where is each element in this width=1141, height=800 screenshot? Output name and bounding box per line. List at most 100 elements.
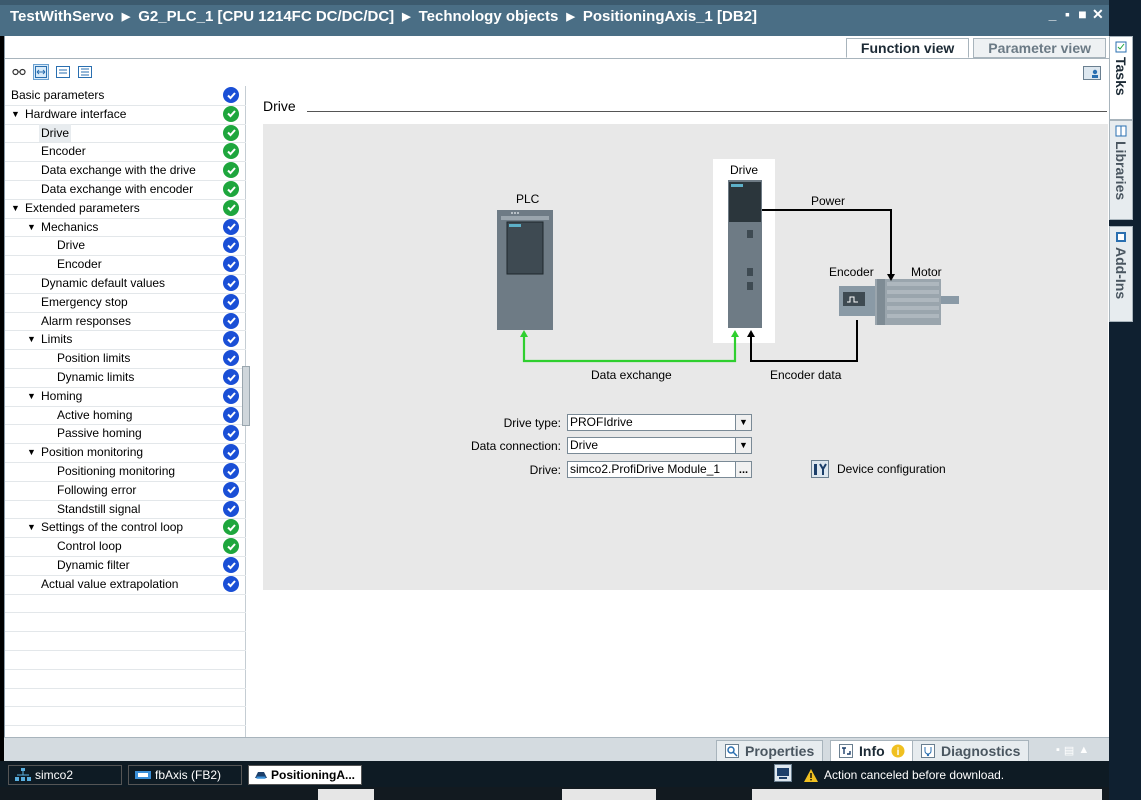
expand-arrow-icon[interactable]: ▼ [27,390,36,401]
tab-diagnostics[interactable]: Diagnostics [912,740,1030,762]
tree-item[interactable]: Passive homing [5,424,246,443]
tab-divider [5,58,1109,59]
expand-arrow-icon[interactable]: ▼ [11,202,20,213]
drive-type-select[interactable]: PROFIdrive ▼ [567,414,752,431]
tree-gridline [5,104,246,106]
tab-function-view[interactable]: Function view [845,38,970,58]
collapse-up-icon[interactable]: ▲ [1078,744,1090,756]
expand-arrow-icon[interactable]: ▼ [11,108,20,119]
tree-item[interactable]: Encoder [5,142,246,161]
breadcrumb-device[interactable]: G2_PLC_1 [CPU 1214FC DC/DC/DC] [138,8,395,25]
tab-properties[interactable]: Properties [716,740,824,762]
tree-item-label: Alarm responses [41,313,132,328]
device-configuration-link[interactable]: Device configuration [811,460,946,478]
chevron-down-icon[interactable]: ▼ [735,438,751,453]
tree-item[interactable]: Drive [5,123,246,143]
expand-arrow-icon[interactable]: ▼ [27,522,36,533]
tree-item[interactable]: Position limits [5,349,246,368]
tree-gridline [5,274,246,275]
tab-parameter-view[interactable]: Parameter view [973,38,1106,58]
drive-diagram-panel: PLC Drive Power Encoder Motor Data excha… [263,124,1108,590]
maximize-icon[interactable]: ■ [1078,6,1087,22]
tab-libraries[interactable]: Libraries [1109,120,1133,220]
tab-tasks[interactable]: Tasks [1109,36,1133,120]
tree-item[interactable]: ▼Hardware interface [5,105,246,124]
drive-type-value: PROFIdrive [570,415,633,429]
breadcrumb: TestWithServo ▶ G2_PLC_1 [CPU 1214FC DC/… [10,8,757,25]
tree-item[interactable]: ▼Settings of the control loop [5,518,246,537]
status-check-icon [223,481,239,498]
float-icon[interactable]: ▪ [1056,744,1060,756]
tree-item[interactable]: ▼Position monitoring [5,443,246,462]
tree-item[interactable]: Alarm responses [5,312,246,331]
screen-user-icon[interactable] [1083,66,1101,80]
download-icon[interactable] [774,764,792,782]
expand-arrow-icon[interactable]: ▼ [27,221,36,232]
tree-item[interactable]: Standstill signal [5,500,246,519]
taskbar-item-fbaxis[interactable]: fbAxis (FB2) [128,765,242,785]
strip-block [752,789,1102,800]
chevron-down-icon[interactable]: ▼ [735,415,751,430]
status-check-icon [223,538,239,555]
tree-item[interactable]: Actual value extrapolation [5,575,246,594]
section-title: Drive [263,98,296,114]
encoder-data-link [750,320,858,362]
tab-addins[interactable]: Add-Ins [1109,226,1133,322]
tree-item[interactable]: Positioning monitoring [5,462,246,481]
tab-tasks-label: Tasks [1113,57,1129,96]
inspector-window-controls: ▪ ▤ ▲ [1056,744,1089,757]
glasses-icon[interactable] [11,64,27,80]
panel-splitter[interactable] [242,366,250,426]
tree-item[interactable]: Data exchange with the drive [5,161,246,180]
drive-field-value: simco2.ProfiDrive Module_1 [570,462,721,476]
status-check-icon [223,557,239,573]
tree-item[interactable]: Dynamic filter [5,556,246,575]
properties-icon [725,744,739,758]
tree-gridline [5,330,246,332]
tree-item[interactable]: Data exchange with encoder [5,180,246,199]
tree-item[interactable]: ▼Mechanics [5,218,246,237]
tree-item-label: Dynamic limits [57,370,135,384]
info-tab-icon [839,744,853,758]
tree-item[interactable]: Emergency stop [5,293,246,312]
float-icon[interactable]: ▪ [1065,6,1070,22]
tree-item[interactable]: Control loop [5,537,246,556]
tree-item[interactable]: ▼Extended parameters [5,199,246,218]
tree-item[interactable]: ▼Homing [5,387,246,406]
status-check-icon [223,331,239,348]
tab-info[interactable]: Info i [830,740,914,762]
device-configuration-icon [811,460,829,478]
tree-item[interactable]: Following error [5,481,246,500]
status-check-icon [223,519,239,536]
expand-all-icon[interactable] [55,64,71,80]
drive-field[interactable]: simco2.ProfiDrive Module_1... [567,461,752,478]
status-check-icon [223,162,239,179]
expand-arrow-icon[interactable]: ▼ [27,334,36,345]
breadcrumb-folder[interactable]: Technology objects [418,8,559,25]
tree-item[interactable]: Active homing [5,406,246,425]
expand-arrow-icon[interactable]: ▼ [27,447,36,458]
split-icon[interactable]: ▤ [1063,745,1075,757]
collapse-all-icon[interactable] [77,64,93,80]
tree-item[interactable]: Basic parameters [5,86,246,105]
encoder-label: Encoder [829,265,874,279]
power-label: Power [811,194,846,208]
minimize-icon[interactable]: _ [1048,6,1057,22]
breadcrumb-object[interactable]: PositioningAxis_1 [DB2] [582,8,758,25]
close-icon[interactable]: ✕ [1092,6,1104,22]
tree-item[interactable]: Encoder [5,255,246,274]
drive-field-label: Drive: [529,462,561,477]
tree-item[interactable]: Drive [5,236,246,255]
tree-gridline [5,255,246,257]
tree-item[interactable]: ▼Limits [5,330,246,349]
browse-button[interactable]: ... [735,462,751,477]
breadcrumb-project[interactable]: TestWithServo [10,8,114,25]
data-connection-select[interactable]: Drive▼ [567,437,752,454]
fit-width-icon[interactable] [33,64,49,80]
tree-item[interactable]: Dynamic limits [5,368,246,387]
tab-libraries-label: Libraries [1113,141,1129,201]
tree-item[interactable]: Dynamic default values [5,274,246,293]
taskbar-item-simco2[interactable]: simco2 [8,765,122,785]
drive-graphic [728,180,762,328]
taskbar-item-positioning[interactable]: PositioningA... [248,765,362,785]
